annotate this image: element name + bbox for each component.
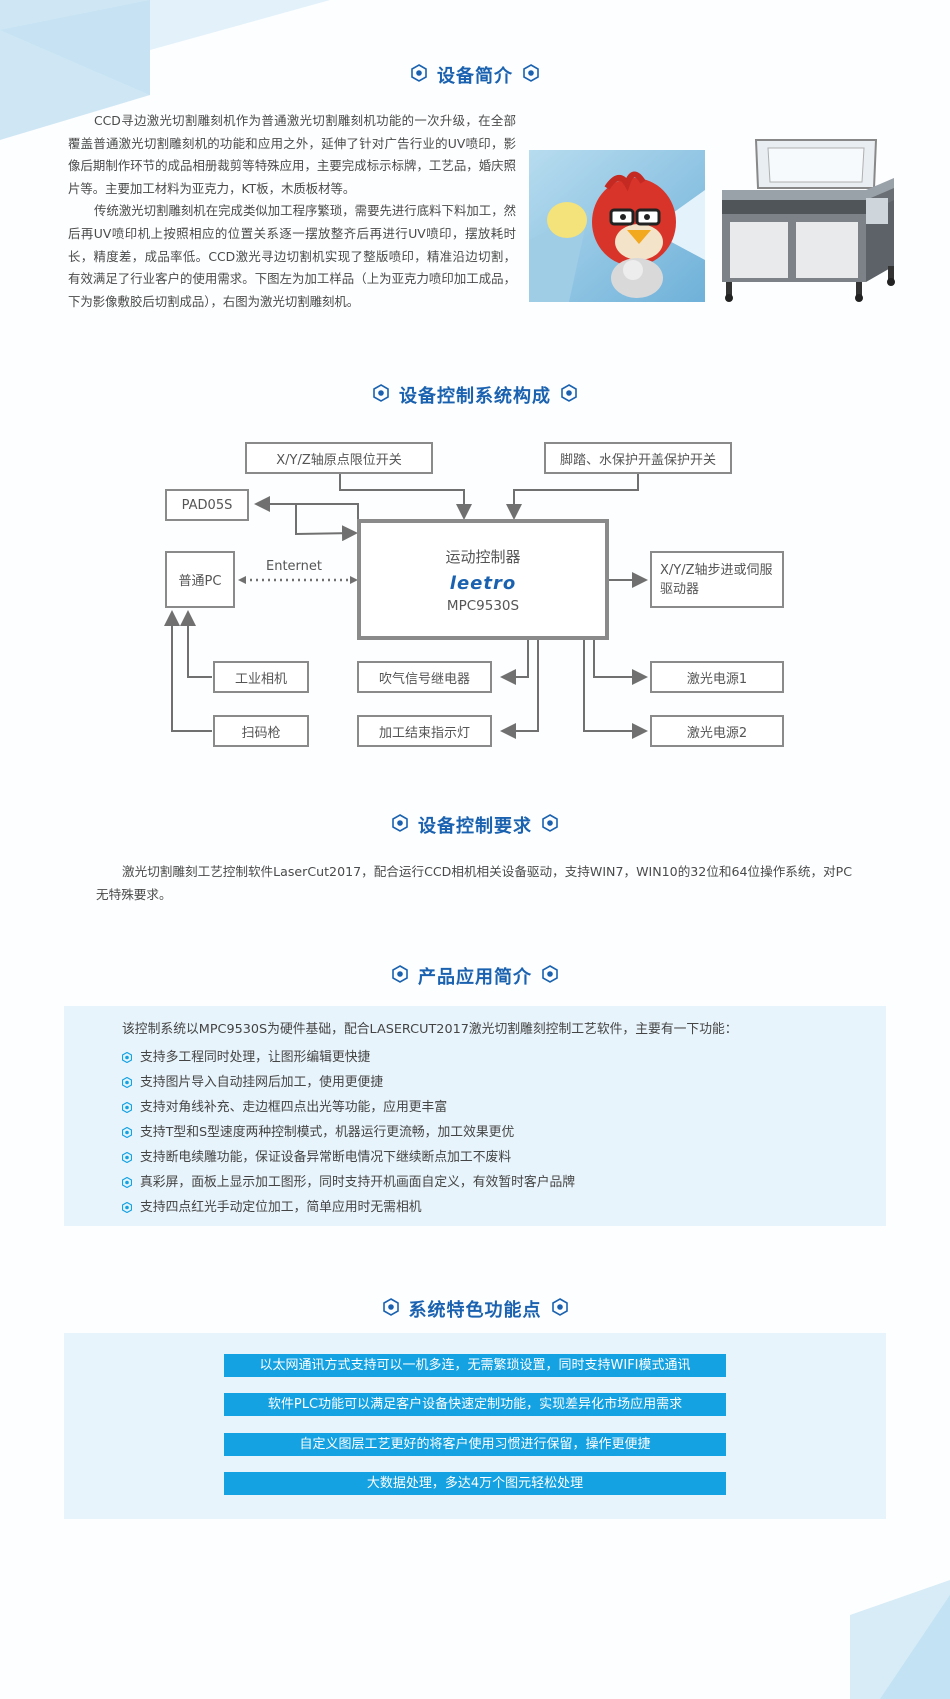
hexagon-icon: [392, 964, 408, 988]
motion-controller-box: 运动控制器 leetro MPC9530S: [357, 519, 609, 640]
list-item: 支持图片导入自动挂网后加工，使用更便捷: [122, 1070, 575, 1095]
list-item: 支持四点红光手动定位加工，简单应用时无需相机: [122, 1195, 575, 1220]
bottom-right-decoration: [850, 1580, 950, 1699]
section-title-requirements: 设备控制要求: [0, 812, 950, 839]
hexagon-bullet-icon: [122, 1127, 132, 1138]
blow-relay-box: 吹气信号继电器: [357, 661, 492, 693]
laser-machine-image: [722, 139, 895, 302]
hexagon-icon: [561, 383, 577, 407]
hexagon-icon: [373, 383, 389, 407]
hexagon-bullet-icon: [122, 1077, 132, 1088]
ethernet-label: Enternet: [266, 559, 322, 574]
hexagon-bullet-icon: [122, 1202, 132, 1213]
controller-model: MPC9530S: [446, 597, 520, 614]
pc-box: 普通PC: [165, 551, 235, 608]
list-item: 支持多工程同时处理，让图形编辑更快捷: [122, 1045, 575, 1070]
leetro-logo: leetro: [449, 572, 517, 594]
laser-power-1-box: 激光电源1: [650, 661, 784, 693]
driver-box: X/Y/Z轴步进或伺服驱动器: [650, 551, 784, 608]
application-panel: [64, 1006, 886, 1226]
hexagon-bullet-icon: [122, 1177, 132, 1188]
pedal-switch-box: 脚踏、水保护开盖保护开关: [544, 442, 732, 474]
camera-box: 工业相机: [213, 661, 309, 693]
application-intro: 该控制系统以MPC9530S为硬件基础，配合LASERCUT2017激光切割雕刻…: [122, 1022, 738, 1037]
list-item: 支持断电续雕功能，保证设备异常断电情况下继续断点加工不废料: [122, 1145, 575, 1170]
section-title-intro: 设备简介: [0, 62, 950, 89]
hexagon-bullet-icon: [122, 1102, 132, 1113]
hexagon-icon: [523, 63, 539, 87]
scanner-box: 扫码枪: [213, 715, 309, 747]
list-item: 真彩屏，面板上显示加工图形，同时支持开机画面自定义，有效暂时客户品牌: [122, 1170, 575, 1195]
sample-product-image: [529, 150, 705, 302]
intro-text: CCD寻边激光切割雕刻机作为普通激光切割雕刻机功能的一次升级，在全部覆盖普通激光…: [68, 110, 516, 313]
limit-switch-box: X/Y/Z轴原点限位开关: [245, 442, 433, 474]
list-item: 支持T型和S型速度两种控制模式，机器运行更流畅，加工效果更优: [122, 1120, 575, 1145]
hexagon-icon: [411, 63, 427, 87]
intro-paragraph: 传统激光切割雕刻机在完成类似加工程序繁琐，需要先进行底料下料加工，然后再UV喷印…: [68, 203, 516, 309]
list-item: 支持对角线补充、走边框四点出光等功能，应用更丰富: [122, 1095, 575, 1120]
hexagon-bullet-icon: [122, 1052, 132, 1063]
finish-light-box: 加工结束指示灯: [357, 715, 492, 747]
hexagon-icon: [542, 964, 558, 988]
requirements-text: 激光切割雕刻工艺控制软件LaserCut2017，配合运行CCD相机相关设备驱动…: [96, 864, 853, 902]
feature-list: 支持多工程同时处理，让图形编辑更快捷 支持图片导入自动挂网后加工，使用更便捷 支…: [122, 1045, 575, 1220]
special-feature-bar: 自定义图层工艺更好的将客户使用习惯进行保留，操作更便捷: [224, 1433, 726, 1456]
hexagon-bullet-icon: [122, 1152, 132, 1163]
section-title-application: 产品应用简介: [0, 963, 950, 990]
special-feature-bar: 大数据处理，多达4万个图元轻松处理: [224, 1472, 726, 1495]
hexagon-icon: [392, 813, 408, 837]
hexagon-icon: [382, 1297, 399, 1321]
section-title-special: 系统特色功能点: [0, 1296, 950, 1323]
hexagon-icon: [551, 1297, 568, 1321]
special-feature-bar: 以太网通讯方式支持可以一机多连，无需繁琐设置，同时支持WIFI模式通讯: [224, 1354, 726, 1377]
pad-box: PAD05S: [165, 489, 249, 521]
hexagon-icon: [542, 813, 558, 837]
laser-power-2-box: 激光电源2: [650, 715, 784, 747]
special-feature-bar: 软件PLC功能可以满足客户设备快速定制功能，实现差异化市场应用需求: [224, 1393, 726, 1416]
section-title-system: 设备控制系统构成: [0, 382, 950, 409]
controller-title: 运动控制器: [445, 547, 521, 566]
intro-paragraph: CCD寻边激光切割雕刻机作为普通激光切割雕刻机功能的一次升级，在全部覆盖普通激光…: [68, 113, 516, 196]
